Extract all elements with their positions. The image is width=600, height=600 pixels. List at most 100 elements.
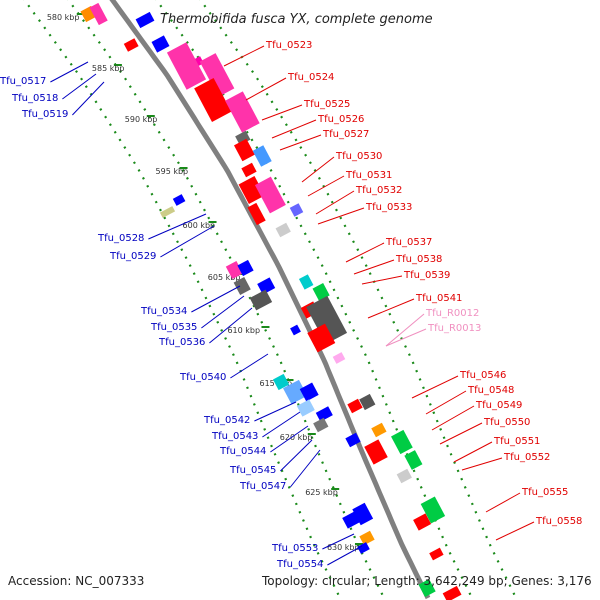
gene-feature-block[interactable] — [342, 511, 361, 529]
gene-label-tfu_0542[interactable]: Tfu_0542 — [203, 415, 250, 426]
gene-feature-block[interactable] — [254, 176, 286, 214]
gene-label-tfu_0529[interactable]: Tfu_0529 — [109, 251, 156, 262]
gene-label-tfu_0552[interactable]: Tfu_0552 — [503, 452, 550, 463]
gene-feature-block[interactable] — [225, 91, 260, 133]
gene-label-tfu_0539[interactable]: Tfu_0539 — [403, 270, 450, 281]
gene-label-tfu_0531[interactable]: Tfu_0531 — [345, 170, 392, 181]
gene-feature-block[interactable] — [299, 382, 319, 402]
gene-feature-block[interactable] — [391, 429, 413, 455]
gene-label-tfu_r0012[interactable]: Tfu_R0012 — [425, 308, 479, 319]
gene-label-tfu_0532[interactable]: Tfu_0532 — [355, 185, 402, 196]
gene-feature-block[interactable] — [233, 277, 251, 295]
gene-label-tfu_0555[interactable]: Tfu_0555 — [521, 487, 568, 498]
gene-feature-block[interactable] — [315, 406, 333, 422]
gene-label-tfu_0524[interactable]: Tfu_0524 — [287, 72, 334, 83]
gene-label-tfu_0551[interactable]: Tfu_0551 — [493, 436, 540, 447]
gene-label-tfu_0523[interactable]: Tfu_0523 — [265, 40, 312, 51]
gene-label-tfu_0518[interactable]: Tfu_0518 — [11, 93, 58, 104]
gene-label-tfu_0530[interactable]: Tfu_0530 — [335, 151, 382, 162]
gene-label-tfu_0534[interactable]: Tfu_0534 — [140, 306, 187, 317]
gene-feature-block[interactable] — [357, 542, 370, 554]
gene-feature-block[interactable] — [159, 206, 176, 218]
gene-label-tfu_0550[interactable]: Tfu_0550 — [483, 417, 530, 428]
gene-label-tfu_0544[interactable]: Tfu_0544 — [219, 446, 266, 457]
gene-feature-block[interactable] — [289, 203, 304, 217]
gene-label-tfu_0517[interactable]: Tfu_0517 — [0, 76, 46, 87]
gene-feature-block[interactable] — [194, 78, 232, 122]
gene-feature-block[interactable] — [429, 547, 444, 561]
gene-feature-block[interactable] — [275, 222, 291, 238]
gene-feature-block[interactable] — [352, 502, 374, 526]
gene-label-tfu_0519[interactable]: Tfu_0519 — [21, 109, 68, 120]
gene-label-tfu_r0013[interactable]: Tfu_R0013 — [427, 323, 481, 334]
gene-feature-block[interactable] — [89, 2, 108, 26]
gene-feature-block[interactable] — [371, 422, 387, 438]
gene-label-tfu_0545[interactable]: Tfu_0545 — [229, 465, 276, 476]
gene-feature-block[interactable] — [313, 417, 329, 433]
gene-feature-block[interactable] — [396, 468, 412, 484]
gene-label-tfu_0541[interactable]: Tfu_0541 — [415, 293, 462, 304]
gene-label-tfu_0547[interactable]: Tfu_0547 — [239, 481, 286, 492]
gene-label-tfu_0535[interactable]: Tfu_0535 — [150, 322, 197, 333]
gene-label-tfu_0546[interactable]: Tfu_0546 — [459, 370, 506, 381]
gene-feature-block[interactable] — [332, 352, 346, 364]
gene-label-tfu_0526[interactable]: Tfu_0526 — [317, 114, 364, 125]
gene-labels: Tfu_0523Tfu_0524Tfu_0525Tfu_0526Tfu_0527… — [0, 40, 582, 570]
gene-label-tfu_0528[interactable]: Tfu_0528 — [97, 233, 144, 244]
gene-feature-block[interactable] — [298, 274, 314, 290]
leader-line — [411, 375, 459, 399]
gene-feature-block[interactable] — [359, 393, 376, 411]
gene-feature-block[interactable] — [347, 398, 363, 414]
gene-feature-block[interactable] — [233, 138, 255, 162]
gene-feature-block[interactable] — [413, 513, 432, 531]
gene-feature-block[interactable] — [272, 373, 290, 391]
leader-line — [72, 81, 105, 116]
gene-label-tfu_0554[interactable]: Tfu_0554 — [276, 559, 323, 570]
gene-label-tfu_0527[interactable]: Tfu_0527 — [322, 129, 369, 140]
outer-left-track — [23, 0, 341, 599]
gene-label-tfu_0533[interactable]: Tfu_0533 — [365, 202, 412, 213]
gene-feature-block[interactable] — [247, 202, 266, 226]
gene-feature-block[interactable] — [296, 399, 315, 417]
leader-line — [301, 156, 335, 183]
gene-label-tfu_0540[interactable]: Tfu_0540 — [179, 372, 226, 383]
gene-feature-block[interactable] — [418, 579, 436, 597]
gene-feature-block[interactable] — [306, 295, 348, 345]
gene-feature-block[interactable] — [199, 53, 235, 97]
gene-feature-block[interactable] — [359, 530, 375, 546]
gene-feature-block[interactable] — [364, 439, 388, 465]
gene-label-tfu_0553[interactable]: Tfu_0553 — [271, 543, 318, 554]
gene-feature-block[interactable] — [442, 585, 462, 600]
gene-feature-block[interactable] — [123, 38, 139, 52]
gene-feature-block[interactable] — [283, 379, 308, 405]
gene-label-tfu_0548[interactable]: Tfu_0548 — [467, 385, 514, 396]
gene-feature-block[interactable] — [252, 145, 272, 167]
gene-feature-block[interactable] — [241, 162, 257, 178]
gene-label-tfu_0549[interactable]: Tfu_0549 — [475, 400, 522, 411]
leader-line — [201, 295, 245, 329]
gene-feature-block[interactable] — [135, 11, 155, 29]
gene-feature-block[interactable] — [345, 432, 361, 448]
gene-feature-block[interactable] — [151, 35, 170, 53]
gene-label-tfu_0525[interactable]: Tfu_0525 — [303, 99, 350, 110]
gene-label-tfu_0536[interactable]: Tfu_0536 — [158, 337, 205, 348]
gene-label-tfu_0538[interactable]: Tfu_0538 — [395, 254, 442, 265]
inner-right-track — [155, 0, 473, 599]
gene-feature-block[interactable] — [257, 277, 276, 295]
gene-feature-block[interactable] — [237, 259, 254, 277]
gene-label-tfu_0543[interactable]: Tfu_0543 — [211, 431, 258, 442]
gene-label-tfu_0537[interactable]: Tfu_0537 — [385, 237, 432, 248]
gene-feature-block[interactable] — [290, 324, 301, 336]
leader-line — [261, 104, 303, 121]
gene-feature-block[interactable] — [166, 42, 207, 90]
gene-feature-block[interactable] — [172, 194, 186, 206]
gene-label-tfu_0558[interactable]: Tfu_0558 — [535, 516, 582, 527]
gene-feature-block[interactable] — [249, 289, 273, 311]
leader-line — [461, 457, 503, 471]
gene-feature-block[interactable] — [307, 323, 336, 353]
gene-feature-block[interactable] — [238, 176, 265, 204]
gene-feature-block[interactable] — [312, 283, 330, 301]
gene-feature-block[interactable] — [404, 450, 423, 470]
gene-feature-block[interactable] — [420, 496, 446, 524]
